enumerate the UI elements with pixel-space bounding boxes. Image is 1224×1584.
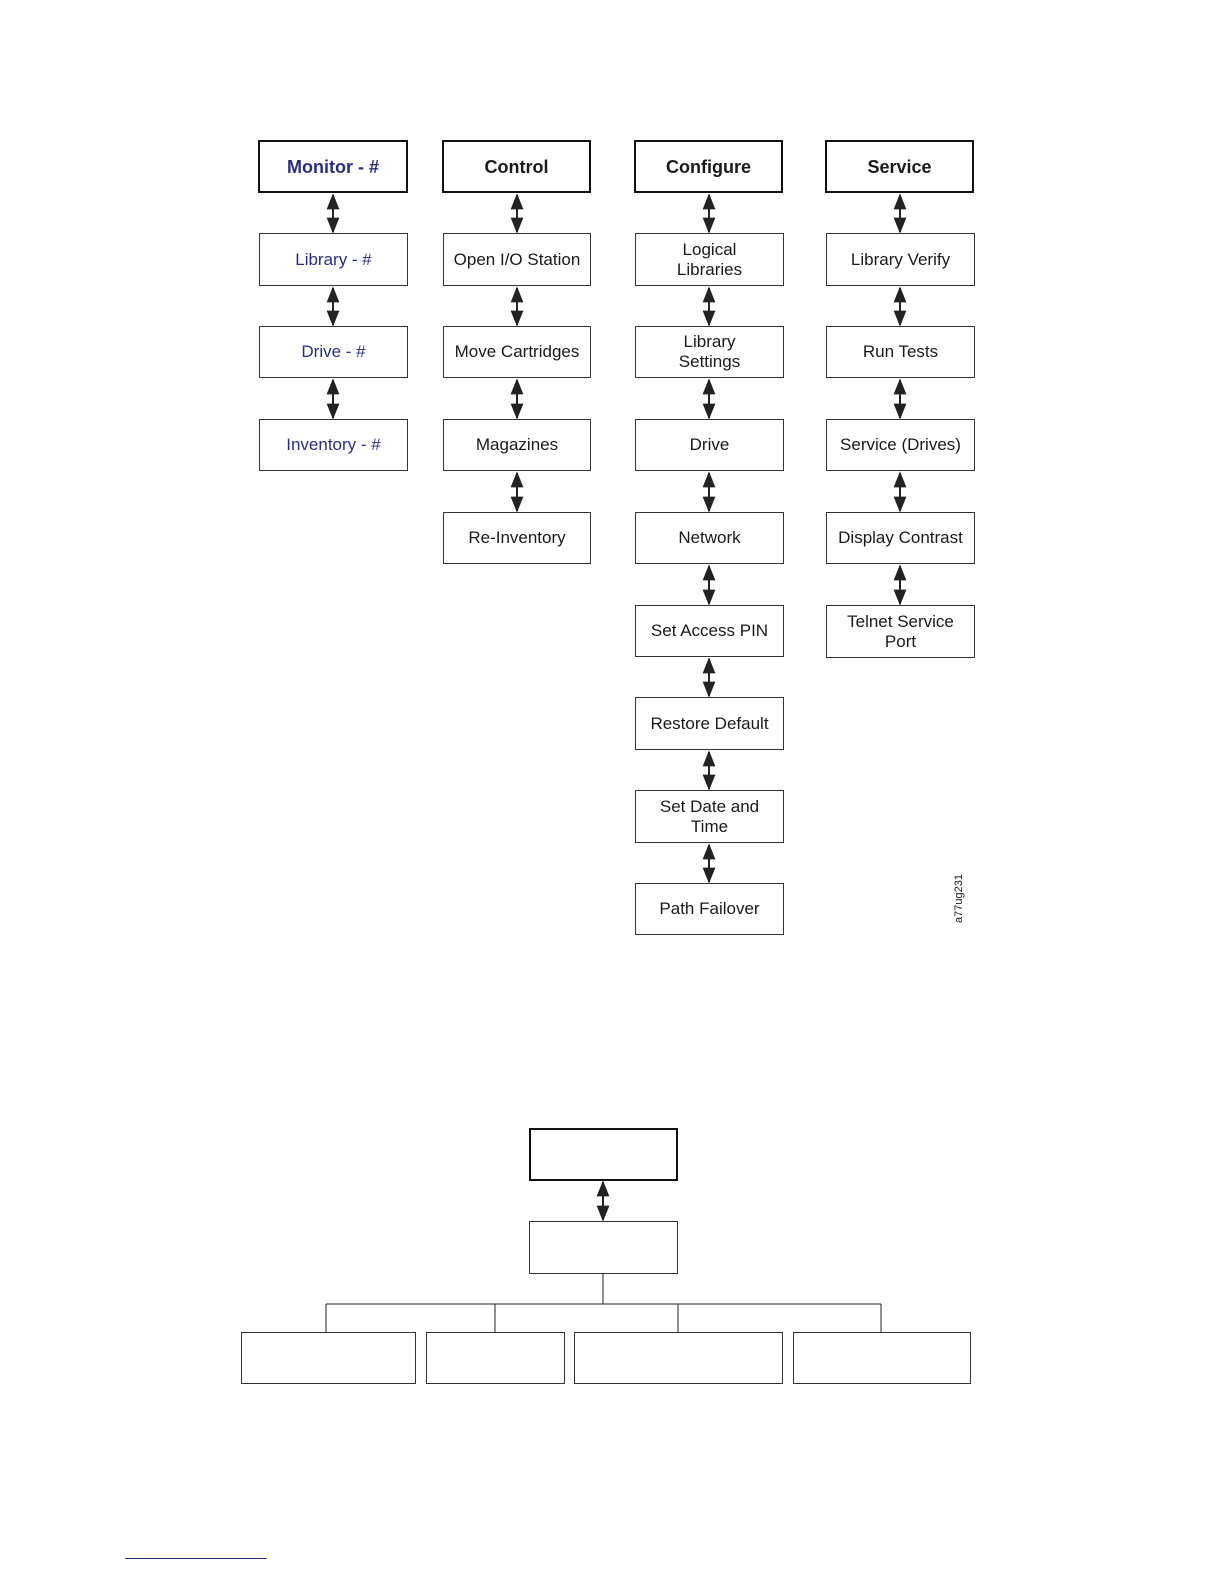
configure-item-set-date-time: Set Date and Time	[635, 790, 784, 843]
configure-item-path-failover: Path Failover	[635, 883, 784, 935]
service-item-run-tests: Run Tests	[826, 326, 975, 378]
empty-leaf-box	[426, 1332, 565, 1384]
empty-leaf-box	[574, 1332, 783, 1384]
configure-header: Configure	[634, 140, 783, 193]
control-item-magazines: Magazines	[443, 419, 591, 471]
monitor-header: Monitor - #	[258, 140, 408, 193]
configure-item-library-settings: Library Settings	[635, 326, 784, 378]
empty-leaf-box	[793, 1332, 971, 1384]
empty-child-box	[529, 1221, 678, 1274]
control-item-move-cartridges: Move Cartridges	[443, 326, 591, 378]
service-item-service-drives: Service (Drives)	[826, 419, 975, 471]
monitor-item-inventory: Inventory - #	[259, 419, 408, 471]
service-item-telnet-service-port: Telnet Service Port	[826, 605, 975, 658]
control-header: Control	[442, 140, 591, 193]
configure-item-network: Network	[635, 512, 784, 564]
tree-connectors	[325, 1273, 882, 1332]
control-item-open-io-station: Open I/O Station	[443, 233, 591, 286]
service-item-display-contrast: Display Contrast	[826, 512, 975, 564]
configure-item-drive: Drive	[635, 419, 784, 471]
empty-leaf-box	[241, 1332, 416, 1384]
configure-item-logical-libraries: Logical Libraries	[635, 233, 784, 286]
footer-rule	[125, 1558, 267, 1559]
empty-root-box	[529, 1128, 678, 1181]
figure-id: a77ug231	[953, 874, 965, 923]
configure-item-restore-default: Restore Default	[635, 697, 784, 750]
service-header: Service	[825, 140, 974, 193]
service-item-library-verify: Library Verify	[826, 233, 975, 286]
monitor-item-library: Library - #	[259, 233, 408, 286]
control-item-re-inventory: Re-Inventory	[443, 512, 591, 564]
